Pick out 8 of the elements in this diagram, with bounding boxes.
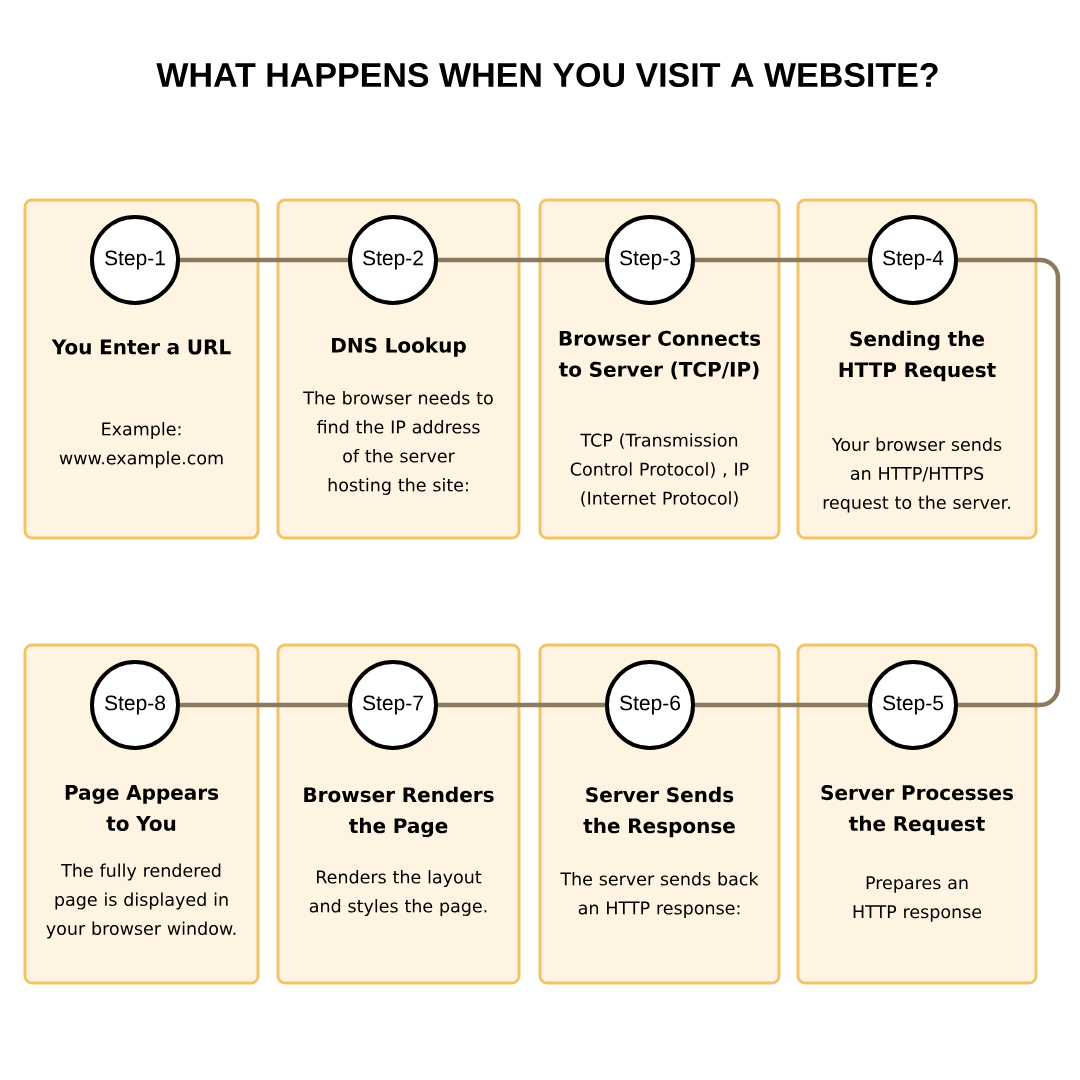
connector-line bbox=[180, 257, 348, 263]
connector-line bbox=[180, 702, 348, 708]
connector-line bbox=[438, 702, 605, 708]
connector-line bbox=[695, 702, 868, 708]
connector-line bbox=[695, 257, 868, 263]
title: WHAT HAPPENS WHEN YOU VISIT A WEBSITE? bbox=[156, 62, 938, 88]
connector-line bbox=[438, 257, 605, 263]
connector-line bbox=[958, 257, 1061, 708]
